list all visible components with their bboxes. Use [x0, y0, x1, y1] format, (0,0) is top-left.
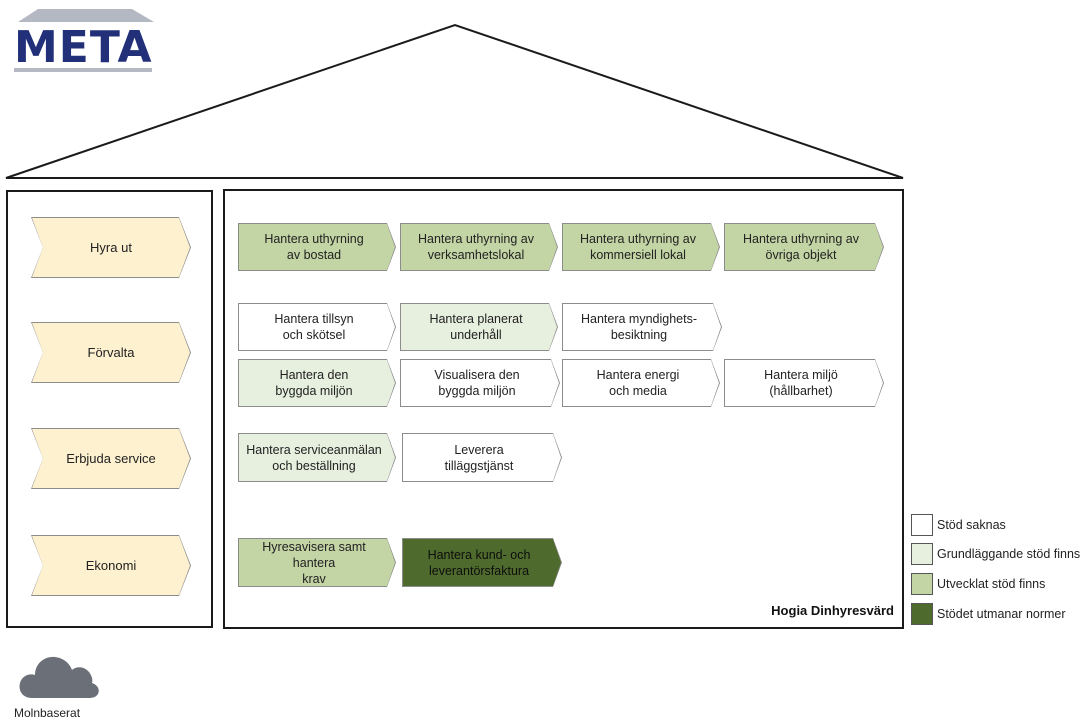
process-label: Hantera energi och media	[596, 368, 680, 398]
process-label: Hantera tillsyn och skötsel	[274, 312, 354, 342]
process-item[interactable]: Leverera tilläggstjänst	[402, 433, 562, 482]
process-label: Hantera planerat underhåll	[429, 312, 523, 342]
meta-logo: META	[8, 6, 156, 76]
logo-roof-icon	[14, 9, 154, 72]
process-item[interactable]: Hantera uthyrning av verksamhetslokal	[400, 223, 558, 271]
legend-swatch	[911, 543, 933, 565]
process-label: Visualisera den byggda miljön	[434, 368, 520, 398]
category-label: Hyra ut	[90, 239, 132, 255]
process-label: Leverera tilläggstjänst	[444, 442, 514, 473]
process-item[interactable]: Hantera tillsyn och skötsel	[238, 303, 396, 351]
process-item[interactable]: Hantera energi och media	[562, 359, 720, 407]
process-label: Hantera uthyrning av kommersiell lokal	[579, 232, 697, 262]
category-label: Erbjuda service	[66, 450, 156, 466]
legend-swatch	[911, 573, 933, 595]
process-panel	[223, 189, 904, 629]
legend-swatch	[911, 603, 933, 625]
process-item[interactable]: Hantera kund- och leverantörsfaktura	[402, 538, 562, 587]
process-item[interactable]: Hantera miljö (hållbarhet)	[724, 359, 884, 407]
legend-label: Grundläggande stöd finns	[937, 547, 1081, 561]
category-hyra-ut[interactable]: Hyra ut	[31, 217, 191, 278]
legend-label: Utvecklat stöd finns	[937, 577, 1046, 591]
legend-item: Utvecklat stöd finns	[911, 573, 1045, 595]
house-roof	[5, 23, 904, 179]
category-label: Ekonomi	[85, 557, 137, 573]
legend-item: Stödet utmanar normer	[911, 603, 1066, 625]
process-item[interactable]: Hantera uthyrning av övriga objekt	[724, 223, 884, 271]
process-item[interactable]: Hantera myndighets- besiktning	[562, 303, 722, 351]
process-item[interactable]: Hantera uthyrning av bostad	[238, 223, 396, 271]
process-label: Hantera serviceanmälan och beställning	[246, 442, 382, 473]
logo-text: META	[14, 22, 153, 73]
category-label: Förvalta	[87, 344, 135, 360]
legend-swatch	[911, 514, 933, 536]
process-label: Hantera uthyrning av bostad	[264, 232, 364, 262]
category-forvalta[interactable]: Förvalta	[31, 322, 191, 383]
process-label: Hantera den byggda miljön	[275, 368, 353, 398]
process-label: Hantera kund- och leverantörsfaktura	[427, 547, 531, 578]
category-panel	[6, 190, 213, 628]
process-label: Hantera uthyrning av övriga objekt	[742, 232, 860, 262]
process-item[interactable]: Hantera uthyrning av kommersiell lokal	[562, 223, 720, 271]
process-label: Hyresavisera samt hantera krav	[262, 539, 366, 586]
legend-label: Stödet utmanar normer	[937, 607, 1066, 621]
category-erbjuda-service[interactable]: Erbjuda service	[31, 428, 191, 489]
process-item[interactable]: Hantera planerat underhåll	[400, 303, 558, 351]
process-item[interactable]: Hyresavisera samt hantera krav	[238, 538, 396, 587]
process-label: Hantera miljö (hållbarhet)	[764, 368, 838, 398]
cloud-label: Molnbaserat	[14, 706, 81, 720]
process-item[interactable]: Hantera den byggda miljön	[238, 359, 396, 407]
process-item[interactable]: Visualisera den byggda miljön	[400, 359, 560, 407]
legend-item: Grundläggande stöd finns	[911, 543, 1080, 565]
legend-label: Stöd saknas	[937, 518, 1006, 532]
legend-item: Stöd saknas	[911, 514, 1006, 536]
cloud-icon	[19, 656, 99, 698]
process-label: Hantera myndighets- besiktning	[580, 312, 698, 342]
process-label: Hantera uthyrning av verksamhetslokal	[417, 232, 535, 262]
system-name-label: Hogia Dinhyresvärd	[771, 603, 894, 618]
category-ekonomi[interactable]: Ekonomi	[31, 535, 191, 596]
process-item[interactable]: Hantera serviceanmälan och beställning	[238, 433, 396, 482]
